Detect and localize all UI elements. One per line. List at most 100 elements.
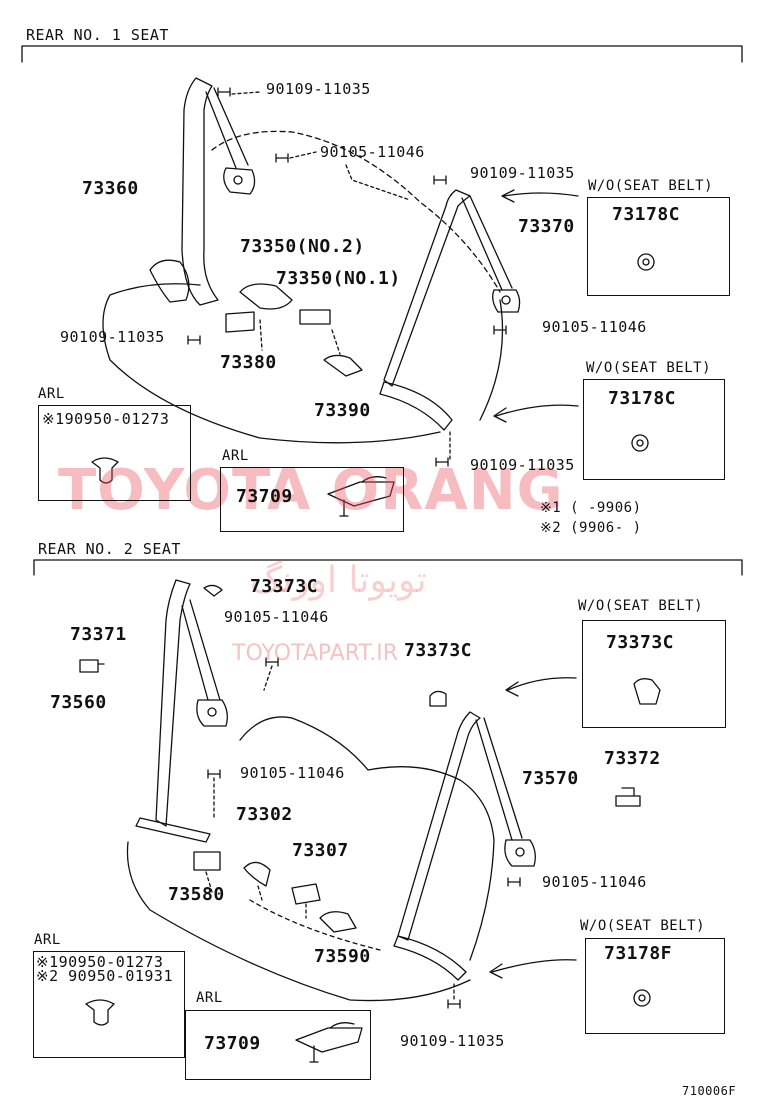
seat1-cushion-outline — [102, 283, 504, 444]
buckle-73350-no1 — [299, 309, 331, 325]
belt-73570-strap — [475, 717, 523, 841]
part-label: 90109-11035 — [470, 456, 575, 474]
retractor-73560 — [196, 699, 228, 727]
arl-box-4 — [185, 1010, 371, 1080]
cap-icon-wo1 — [637, 253, 655, 271]
section-bracket-rear1 — [21, 45, 743, 63]
part-label: 73372 — [604, 748, 661, 769]
wo-heading: W/O(SEAT BELT) — [578, 598, 704, 614]
section-title-rear1: REAR NO. 1 SEAT — [26, 26, 169, 44]
part-label: 73350(NO.1) — [276, 268, 401, 289]
part-label: 90105-11046 — [542, 873, 647, 891]
belt-73560 — [155, 579, 191, 827]
arl-part: ※190950-01273 — [42, 410, 170, 428]
bolt-s2-right — [507, 877, 521, 887]
retractor-73370 — [492, 289, 521, 313]
part-label: 73560 — [50, 692, 107, 713]
bolt-s2-top — [265, 657, 279, 667]
belt-73370 — [383, 189, 471, 387]
buckle-73380 — [225, 311, 255, 333]
section-bracket-rear2 — [33, 559, 743, 576]
bolt-top-1 — [217, 87, 231, 97]
seat2-cushion-outline — [126, 841, 471, 1002]
bolt-s2-mid — [207, 769, 221, 779]
arl-part: ※2 90950-01931 — [36, 967, 173, 985]
part-label: 90109-11035 — [470, 164, 575, 182]
part-label: 90105-11046 — [320, 143, 425, 161]
arl-part: 73709 — [204, 1033, 261, 1054]
belt-73570-lower — [393, 935, 467, 981]
part-label: 73302 — [236, 804, 293, 825]
part-label: 90109-11035 — [266, 80, 371, 98]
part-label: 90105-11046 — [240, 764, 345, 782]
buckle-73350-no2 — [239, 283, 293, 310]
bolt-upper-2 — [275, 153, 289, 163]
retractor-73360 — [223, 167, 256, 195]
part-label: 90109-11035 — [60, 328, 165, 346]
footnote-1: ※1 ( -9906) — [540, 500, 642, 516]
arl-box-3 — [33, 951, 185, 1058]
arl-part: ※190950-01273 — [36, 953, 164, 971]
arl-heading: ARL — [34, 932, 61, 948]
clip-icon-arl1 — [91, 457, 119, 484]
seat2-mid-line — [249, 899, 381, 951]
part-label: 73580 — [168, 884, 225, 905]
buckle-73307 — [291, 883, 321, 905]
loop-left — [149, 259, 190, 303]
seat2-back-outline — [239, 716, 495, 961]
wo-part: 73178F — [604, 943, 673, 964]
buckle-73390 — [323, 354, 363, 377]
arl-heading: ARL — [196, 990, 223, 1006]
part-label: 73350(NO.2) — [240, 236, 365, 257]
footnote-2: ※2 (9906- ) — [540, 520, 642, 536]
part-label: 90105-11046 — [542, 318, 647, 336]
part-label: 73380 — [220, 352, 277, 373]
wo-box-3 — [582, 620, 726, 728]
retractor-73570 — [504, 839, 536, 867]
arrow-wo3 — [505, 677, 577, 697]
bolt-right-1 — [433, 175, 447, 185]
wo-box-2 — [583, 379, 725, 480]
belt-73370-strap — [461, 195, 513, 291]
wo-part: 73178C — [608, 388, 677, 409]
wo-part: 73373C — [606, 632, 675, 653]
part-label: 73373C — [250, 576, 319, 597]
belt-73360-strap — [205, 87, 249, 169]
part-label: 73390 — [314, 400, 371, 421]
arl-part: 73709 — [236, 486, 293, 507]
part-label: 73570 — [522, 768, 579, 789]
wo-heading: W/O(SEAT BELT) — [580, 918, 706, 934]
figure-code: 710006F — [682, 1084, 737, 1098]
part-73371 — [79, 659, 105, 673]
wo-part: 73178C — [612, 204, 681, 225]
wo-box-4 — [585, 938, 725, 1034]
part-label: 73307 — [292, 840, 349, 861]
arrow-wo1 — [501, 189, 579, 203]
arl-box-1 — [38, 405, 191, 501]
cap-icon-wo3 — [633, 678, 661, 705]
clip-icon-arl3 — [85, 999, 115, 1026]
part-73373c-mid — [429, 690, 447, 707]
buckle-73580 — [193, 851, 221, 871]
cap-icon-wo4 — [633, 989, 651, 1007]
belt-73560-lower — [135, 817, 211, 843]
bolt-s2-bottom — [447, 999, 461, 1009]
bolt-left-1 — [187, 335, 201, 345]
bracket-73709-a — [327, 481, 395, 507]
wo-heading: W/O(SEAT BELT) — [586, 360, 712, 376]
part-label: 90105-11046 — [224, 608, 329, 626]
belt-73370-lower — [379, 381, 453, 431]
seat1-back-outline — [211, 130, 501, 293]
belt-73360 — [181, 77, 219, 306]
part-label: 73370 — [518, 216, 575, 237]
buckle-73302 — [243, 861, 271, 887]
part-73372 — [615, 787, 641, 807]
part-label: 73590 — [314, 946, 371, 967]
part-label: 90109-11035 — [400, 1032, 505, 1050]
arrow-wo4 — [489, 959, 577, 979]
wo-box-1 — [587, 197, 730, 296]
part-label: 73371 — [70, 624, 127, 645]
arl-box-2 — [220, 467, 404, 532]
